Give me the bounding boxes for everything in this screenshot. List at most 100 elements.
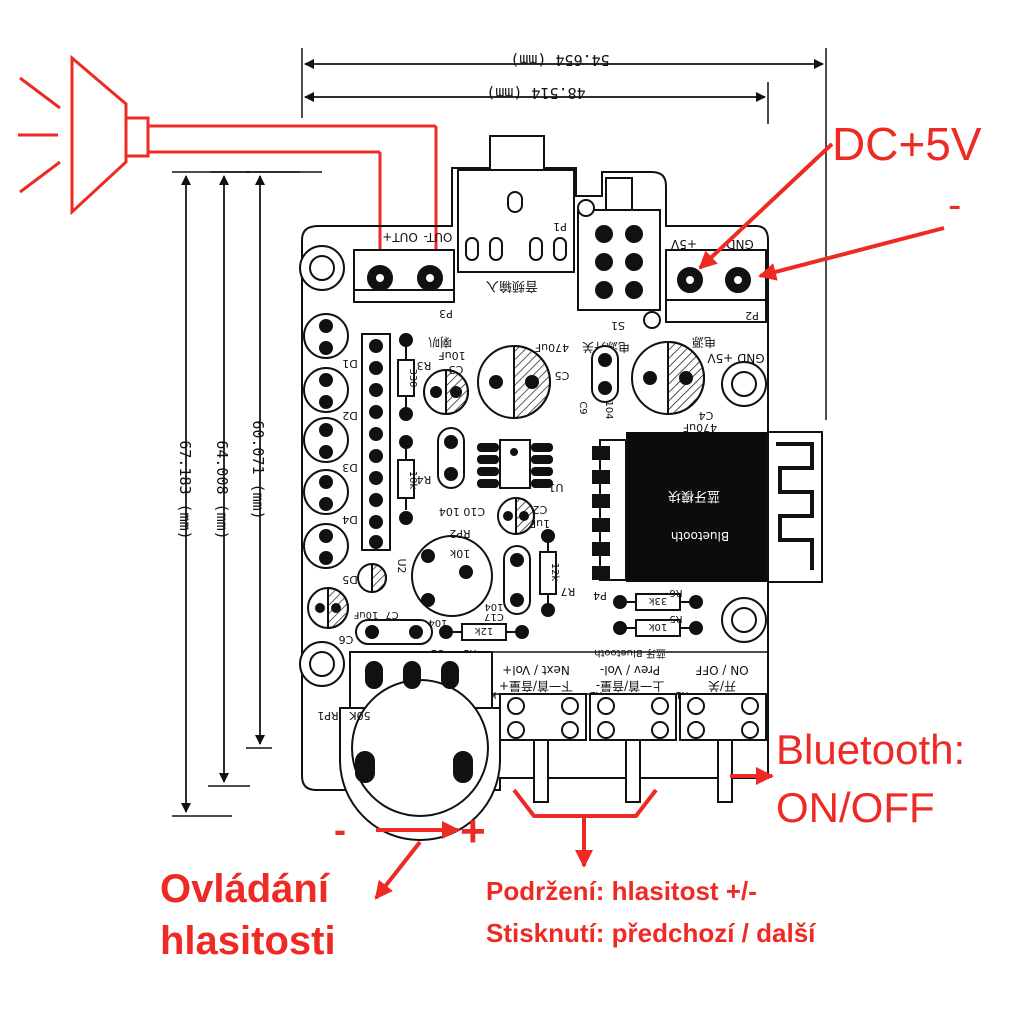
u1-label: U1 xyxy=(548,481,563,494)
r3-label: R3 xyxy=(417,359,432,372)
p3-label: P3 xyxy=(439,307,453,320)
r3-resistor xyxy=(397,333,415,421)
p2-power-connector xyxy=(665,249,767,323)
rp2-label: RP2 xyxy=(449,527,470,540)
volume-minus-annotation: - xyxy=(334,809,346,850)
r3-value: 330 xyxy=(407,368,418,387)
rp1-value: 50K xyxy=(349,709,371,722)
k2-label: Prev / Vol- xyxy=(600,663,660,677)
r4-resistor xyxy=(397,435,415,525)
c4-capacitor xyxy=(631,340,705,416)
mounting-holes xyxy=(299,245,767,687)
rp2-value: 10k xyxy=(449,547,470,560)
c7-value: 10uF xyxy=(353,609,378,620)
u1-ic xyxy=(477,439,553,489)
bt-module-cn-label: 蓝牙模块 xyxy=(668,488,720,503)
c9-value: 104 xyxy=(603,400,614,419)
r4-value: 10k xyxy=(407,471,418,490)
d2-label: D2 xyxy=(342,409,357,422)
width-outer-label: 54.654 (mm) xyxy=(510,51,609,69)
p3-out-plus-label: OUT+ xyxy=(382,230,418,244)
p2-plus5v-label: +5V xyxy=(670,237,697,251)
c4-label: C4 xyxy=(699,409,714,422)
width-inner-label: 48.514 (mm) xyxy=(486,84,585,102)
d5-label: D5 xyxy=(342,573,357,586)
led-column xyxy=(303,313,349,569)
p1-label: P1 xyxy=(553,220,567,233)
u2-component xyxy=(357,562,387,594)
rp2-trimpot xyxy=(411,535,493,617)
height-b-label: 64.008 (mm) xyxy=(213,440,231,539)
k3-cn-label: 下一首/音量+ xyxy=(499,679,573,694)
p2-gnd-label: GND xyxy=(726,237,754,251)
pcb-outline xyxy=(301,167,823,791)
buttons-annotation-line2: Stisknutí: předchozí / další xyxy=(486,918,816,948)
c17-value: 104 xyxy=(484,601,503,612)
k2-cn-label: 上一首/音量- xyxy=(596,679,664,694)
audio-input-label: 音频输入 xyxy=(486,278,538,294)
s1-label: S1 xyxy=(611,319,625,332)
p4-label: P4 xyxy=(593,589,607,602)
k3-label: Next / Vol+ xyxy=(502,663,570,677)
bluetooth-annotation-line1: Bluetooth: xyxy=(776,726,965,773)
c9-label: C9 xyxy=(577,401,588,414)
k1-label: ON / OFF xyxy=(695,663,748,677)
d3-label: D3 xyxy=(342,461,357,474)
c6-label: C6 xyxy=(339,633,354,646)
height-a-label: 67.183 (mm) xyxy=(176,440,194,539)
p2-label: P2 xyxy=(745,309,759,322)
volume-plus-annotation: + xyxy=(460,807,486,856)
r7-label: R7 xyxy=(561,585,576,598)
c10-capacitor xyxy=(437,427,465,489)
r5-value: 10k xyxy=(649,621,668,632)
bluetooth-annotation-line2: ON/OFF xyxy=(776,784,935,831)
r6-value: 33k xyxy=(649,595,668,606)
r7-resistor xyxy=(539,529,557,617)
p3-out-minus-label: OUT- xyxy=(424,230,453,244)
power-minus-annotation: - xyxy=(948,183,961,227)
c17-label: C17 xyxy=(484,611,504,622)
r6-label: R6 xyxy=(669,587,682,598)
volume-annotation-line1: Ovládání xyxy=(160,867,331,911)
c17-capacitor xyxy=(503,545,531,615)
r5-label: R5 xyxy=(669,613,682,624)
r1-resistor xyxy=(439,623,529,641)
bluetooth-module xyxy=(592,431,823,583)
c3-label: C3 xyxy=(449,363,464,376)
c6-capacitor xyxy=(355,619,433,645)
u2-label: U2 xyxy=(395,558,408,573)
r1-value: 12k xyxy=(475,625,494,636)
rp1-label: RP1 xyxy=(317,709,338,722)
c3-value: 10uF xyxy=(438,349,465,362)
c5-label: C5 xyxy=(555,369,570,382)
speaker-icon xyxy=(18,54,438,274)
k1-cn-label: 开/关 xyxy=(708,679,736,693)
c9-capacitor xyxy=(591,345,619,403)
speaker-cn-label: 喇叭 xyxy=(428,335,452,350)
rp1-volume-pot xyxy=(339,651,501,841)
c10-label: C10 104 xyxy=(439,505,485,518)
height-c-label: 60.071 (mm) xyxy=(249,420,267,519)
r5-resistor xyxy=(613,619,703,637)
bt-module-en-label: Bluetooth xyxy=(671,529,729,543)
d1-label: D1 xyxy=(342,357,357,370)
p1-audio-jack xyxy=(457,135,575,273)
c5-capacitor xyxy=(477,344,551,420)
c7-label: C7 xyxy=(385,609,398,620)
c1-value: 104 xyxy=(428,617,447,628)
c2-value: 1uF xyxy=(530,517,550,530)
tactile-buttons xyxy=(499,693,767,803)
c7-capacitor xyxy=(307,586,349,630)
dimension-lines xyxy=(172,48,827,817)
d4-label: D4 xyxy=(342,513,357,526)
power-cn-label: 电源 xyxy=(692,335,716,349)
pin-header xyxy=(361,333,391,551)
r6-resistor xyxy=(613,593,703,611)
r4-label: R4 xyxy=(417,473,432,486)
power-plus-annotation: DC+5V xyxy=(832,118,982,170)
p3-connector xyxy=(353,249,455,303)
c5-value: 470uF xyxy=(535,341,569,354)
annotation-arrows xyxy=(374,142,945,900)
